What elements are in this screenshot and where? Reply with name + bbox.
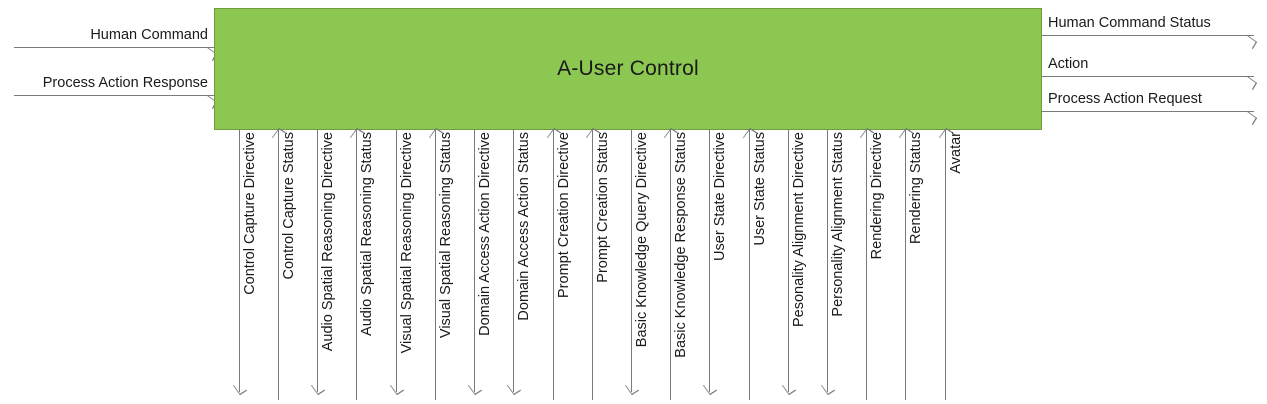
directive-flow: Domain Access Action Directive — [474, 130, 493, 392]
output-flow: Process Action Request — [1042, 84, 1254, 112]
flow-line — [709, 130, 710, 392]
flow-line — [435, 130, 436, 400]
flow-label: Control Capture Status — [281, 132, 297, 280]
flow-line — [278, 130, 279, 400]
flow-line — [356, 130, 357, 400]
directive-flow: Basic Knowledge Query Directive — [631, 130, 650, 392]
flow-label: Process Action Request — [1048, 91, 1202, 108]
flow-line — [1042, 111, 1254, 112]
flow-label: Avatar — [948, 132, 964, 174]
flow-label: Human Command Status — [1048, 15, 1211, 32]
input-flow: Process Action Response — [14, 68, 214, 96]
flow-line — [670, 130, 671, 400]
directive-flow: Pesonality Alignment Directive — [788, 130, 807, 392]
flow-line — [239, 130, 240, 392]
flow-line — [905, 130, 906, 400]
flow-label: Audio Spatial Reasoning Directive — [320, 132, 336, 352]
status-flow: Basic Knowledge Response Status — [670, 130, 689, 400]
flow-line — [317, 130, 318, 392]
flow-label: Audio Spatial Reasoning Status — [359, 132, 375, 336]
flow-label: Human Command — [90, 27, 208, 44]
input-flow: Human Command — [14, 20, 214, 48]
flow-line — [827, 130, 828, 392]
flow-label: Basic Knowledge Query Directive — [634, 132, 650, 348]
flow-label: Action — [1048, 56, 1089, 73]
flow-line — [14, 47, 214, 48]
a-user-control-block: A-User Control — [214, 8, 1042, 130]
directive-flow: Control Capture Directive — [239, 130, 258, 392]
directive-flow: Domain Access Action Status — [513, 130, 532, 392]
flow-label: Process Action Response — [42, 75, 208, 92]
flow-label: Pesonality Alignment Directive — [791, 132, 807, 328]
status-flow: Avatar — [945, 130, 964, 400]
status-flow: User State Status — [749, 130, 768, 400]
flow-line — [474, 130, 475, 392]
status-flow: Visual Spatial Reasoning Status — [435, 130, 454, 400]
directive-flow: Personality Alignment Status — [827, 130, 846, 392]
flow-line — [14, 95, 214, 96]
directive-flow: Audio Spatial Reasoning Directive — [317, 130, 336, 392]
flow-line — [1042, 76, 1254, 77]
flow-label: Personality Alignment Status — [830, 132, 846, 317]
status-flow: Rendering Status — [905, 130, 924, 400]
flow-line — [553, 130, 554, 400]
output-flow: Human Command Status — [1042, 8, 1254, 36]
flow-label: User State Directive — [712, 132, 728, 261]
flow-line — [945, 130, 946, 400]
flow-label: Domain Access Action Status — [516, 132, 532, 321]
status-flow: Prompt Creation Status — [592, 130, 611, 400]
flow-line — [1042, 35, 1254, 36]
flow-label: Domain Access Action Directive — [477, 132, 493, 336]
flow-label: Rendering Directive — [869, 132, 885, 260]
flow-line — [396, 130, 397, 392]
output-flow: Action — [1042, 49, 1254, 77]
flow-label: Prompt Creation Directive — [556, 132, 572, 298]
status-flow: Prompt Creation Directive — [553, 130, 572, 400]
directive-flow: User State Directive — [709, 130, 728, 392]
status-flow: Control Capture Status — [278, 130, 297, 400]
flow-line — [866, 130, 867, 400]
flow-label: Visual Spatial Reasoning Directive — [399, 132, 415, 354]
directive-flow: Visual Spatial Reasoning Directive — [396, 130, 415, 392]
flow-label: Basic Knowledge Response Status — [673, 132, 689, 358]
flow-label: Visual Spatial Reasoning Status — [438, 132, 454, 339]
status-flow: Rendering Directive — [866, 130, 885, 400]
flow-label: Control Capture Directive — [242, 132, 258, 295]
flow-line — [631, 130, 632, 392]
flow-line — [749, 130, 750, 400]
flow-label: Rendering Status — [908, 132, 924, 245]
flow-line — [788, 130, 789, 392]
status-flow: Audio Spatial Reasoning Status — [356, 130, 375, 400]
block-title: A-User Control — [557, 57, 699, 80]
flow-label: Prompt Creation Status — [595, 132, 611, 283]
flow-line — [513, 130, 514, 392]
flow-line — [592, 130, 593, 400]
flow-label: User State Status — [752, 132, 768, 246]
